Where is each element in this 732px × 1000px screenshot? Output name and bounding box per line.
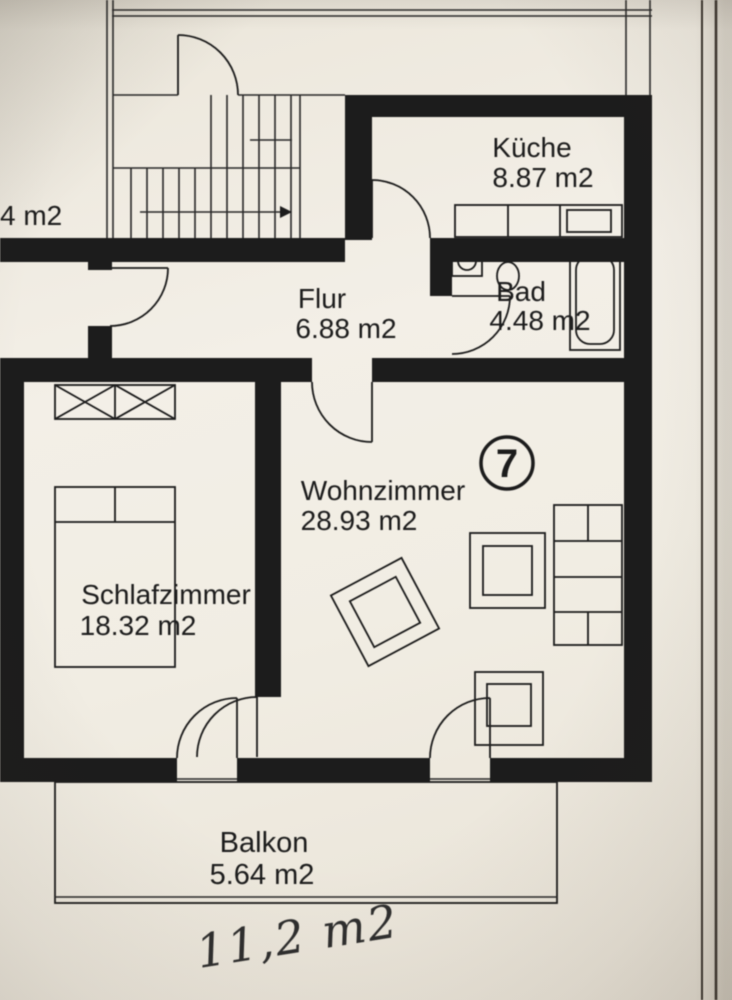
doors	[109, 34, 511, 759]
bath-door-arc	[451, 295, 511, 355]
wall	[490, 758, 624, 782]
bed-pillow-lines	[55, 487, 175, 523]
counter	[454, 204, 623, 238]
kitchen-door-arc	[371, 179, 431, 239]
living-room-door-arc	[311, 381, 373, 443]
room-area-bad: 4.48 m2	[489, 305, 590, 336]
room-label-flur: Flur	[298, 283, 346, 314]
wall	[0, 758, 177, 782]
wall	[0, 238, 110, 262]
living-balcony-door-arc	[429, 697, 491, 759]
unit-number: 7	[496, 442, 518, 486]
badge-circle	[479, 435, 535, 491]
room-label-bad: Bad	[496, 276, 546, 307]
shelf-unit-dividers	[554, 505, 622, 645]
wall	[237, 758, 430, 782]
closet-cross-hatch	[54, 384, 176, 420]
unit-number-badge: 7	[479, 435, 535, 491]
room-label-wohnzimmer: Wohnzimmer	[301, 475, 465, 506]
toilet-symbol	[496, 261, 520, 291]
walls	[0, 95, 652, 782]
wall	[255, 382, 281, 697]
armchair-seat	[486, 683, 532, 727]
armchair-seat	[348, 575, 422, 649]
room-area-flur: 6.88 m2	[295, 313, 396, 344]
balcony-rail	[54, 781, 558, 904]
wall	[0, 358, 24, 782]
room-area-kueche: 8.87 m2	[492, 162, 593, 193]
stair-treads	[130, 168, 292, 238]
wall	[110, 238, 345, 262]
entry-door-arc	[177, 34, 239, 96]
wall	[345, 95, 652, 117]
room-area-balkon: 5.64 m2	[210, 859, 315, 891]
stair-direction-arrow	[280, 206, 292, 218]
wall	[624, 95, 652, 782]
side-room-door-arc	[109, 267, 169, 327]
wall	[0, 358, 312, 382]
bedroom-door-arc	[196, 696, 258, 758]
edge-room-area-partial: 4 m2	[0, 200, 62, 231]
handwritten-area-note: 11,2 m2	[193, 894, 403, 979]
stair-treads-upper	[210, 95, 292, 168]
sink-basin	[457, 251, 477, 271]
bathtub-inner	[575, 255, 615, 345]
sink-symbol	[451, 245, 483, 277]
table-symbol	[469, 532, 546, 609]
counter-dividers	[507, 205, 561, 237]
balcony-outline	[54, 778, 558, 904]
wall	[372, 358, 652, 382]
bedroom-furniture	[54, 384, 176, 668]
armchair-outline	[329, 556, 441, 668]
toilet-cistern	[493, 245, 523, 262]
stair-direction-line	[140, 139, 292, 213]
armchair-rotated-symbol	[329, 556, 441, 668]
bathtub-symbol	[569, 249, 621, 351]
bedroom-balcony-door-arc	[176, 697, 238, 759]
room-label-schlafzimmer: Schlafzimmer	[81, 579, 251, 610]
upper-structure-outline	[106, 0, 652, 238]
room-label-kueche: Küche	[492, 132, 571, 163]
living-room-furniture	[329, 504, 623, 746]
page-edge-lines	[701, 0, 718, 1000]
bathroom-fittings	[451, 245, 621, 351]
kitchen-counter-symbol	[454, 204, 623, 238]
wall	[345, 95, 372, 240]
staircase-symbol	[113, 95, 301, 238]
stair-edges	[113, 95, 301, 238]
wall	[430, 262, 452, 296]
room-area-wohnzimmer: 28.93 m2	[301, 505, 418, 536]
armchair-symbol	[474, 671, 544, 746]
table-inner	[482, 545, 533, 596]
wall	[88, 262, 112, 270]
sink-inset	[566, 209, 612, 233]
room-label-balkon: Balkon	[220, 827, 309, 859]
room-area-schlafzimmer: 18.32 m2	[80, 610, 197, 641]
